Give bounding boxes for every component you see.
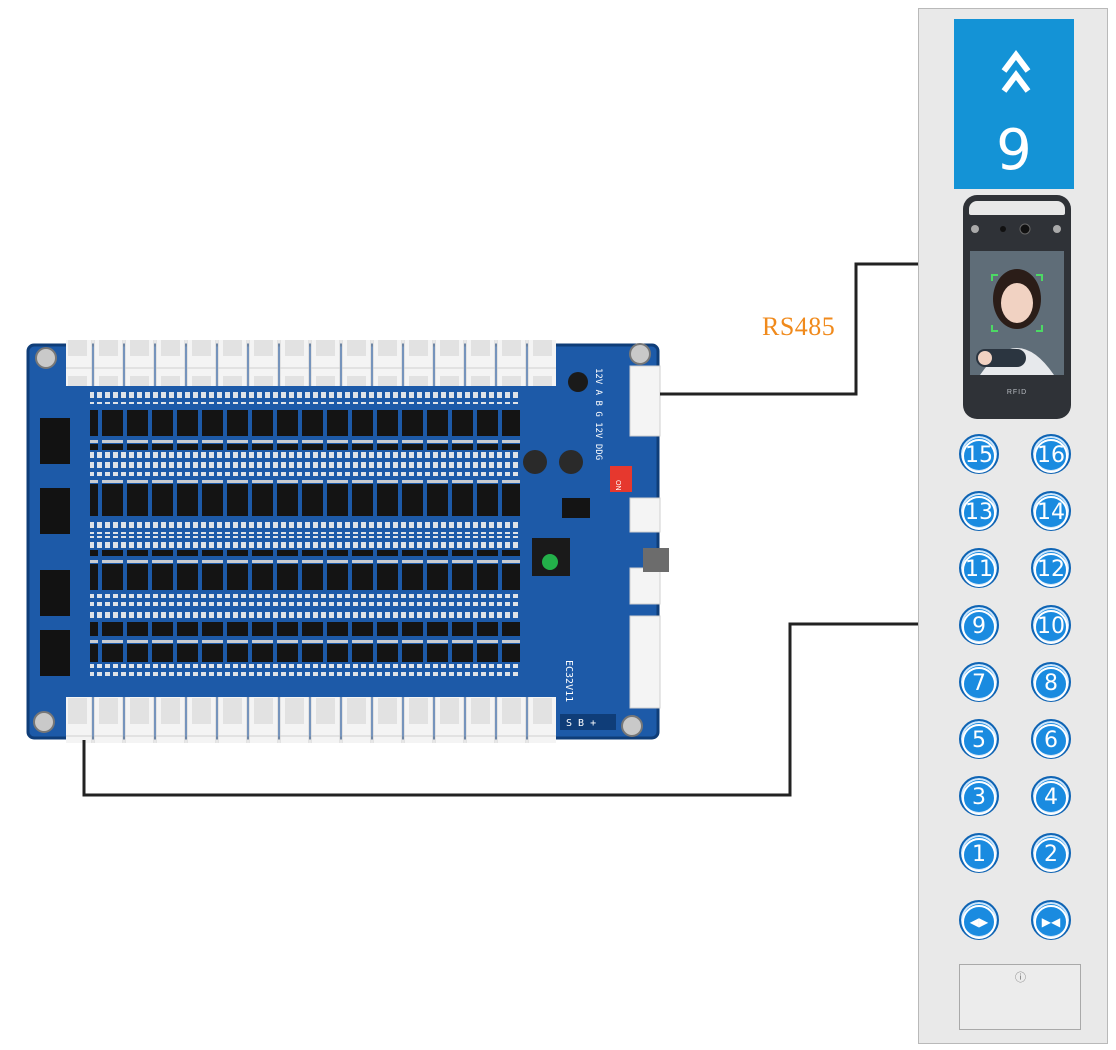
floor-button-label: 8 [1034, 667, 1068, 701]
floor-button-6[interactable]: 6 [1031, 719, 1071, 759]
floor-button-10[interactable]: 10 [1031, 605, 1071, 645]
dip-switch-label: ON [614, 480, 621, 491]
door-close-button[interactable]: ▶◀ [1031, 900, 1071, 940]
floor-button-label: 15 [962, 439, 996, 473]
door-open-button[interactable]: ◀▶ [959, 900, 999, 940]
floor-button-16[interactable]: 16 [1031, 434, 1071, 474]
camera-icon [971, 223, 1061, 235]
floor-button-1[interactable]: 1 [959, 833, 999, 873]
floor-button-11[interactable]: 11 [959, 548, 999, 588]
floor-button-15[interactable]: 15 [959, 434, 999, 474]
floor-button-label: 6 [1034, 724, 1068, 758]
floor-button-label: 2 [1034, 838, 1068, 872]
card-slot-icon: ⓘ [1015, 972, 1026, 984]
floor-button-12[interactable]: 12 [1031, 548, 1071, 588]
floor-button-label: 4 [1034, 781, 1068, 815]
floor-button-14[interactable]: 14 [1031, 491, 1071, 531]
floor-button-label: 1 [962, 838, 996, 872]
rs485-label: RS485 [762, 312, 836, 341]
floor-button-label: 13 [962, 496, 996, 530]
floor-button-2[interactable]: 2 [1031, 833, 1071, 873]
board-model: EC32V11 [563, 660, 574, 702]
floor-button-9[interactable]: 9 [959, 605, 999, 645]
door-open-icon: ◀▶ [962, 905, 996, 939]
terminal-label: S B + [566, 718, 596, 729]
floor-button-label: 9 [962, 610, 996, 644]
up-arrow-icon [1001, 50, 1031, 93]
floor-button-label: 7 [962, 667, 996, 701]
floor-button-label: 14 [1034, 496, 1068, 530]
floor-button-5[interactable]: 5 [959, 719, 999, 759]
floor-button-label: 16 [1034, 439, 1068, 473]
floor-button-13[interactable]: 13 [959, 491, 999, 531]
floor-button-label: 3 [962, 781, 996, 815]
floor-button-4[interactable]: 4 [1031, 776, 1071, 816]
face-image [970, 251, 1064, 375]
reader-camera-bar [969, 201, 1065, 215]
reader-screen [970, 251, 1064, 375]
floor-button-label: 11 [962, 553, 996, 587]
floor-button-label: 10 [1034, 610, 1068, 644]
floor-button-8[interactable]: 8 [1031, 662, 1071, 702]
header-label: 12V A B G 12V DDG [593, 368, 603, 460]
floor-display [954, 19, 1074, 189]
door-close-icon: ▶◀ [1034, 905, 1068, 939]
floor-button-label: 5 [962, 724, 996, 758]
floor-button-label: 12 [1034, 553, 1068, 587]
floor-number: 9 [996, 118, 1032, 183]
floor-button-wire [82, 622, 960, 797]
rfid-label: RFID [1006, 389, 1028, 396]
card-slot: ⓘ [959, 964, 1081, 1030]
floor-button-7[interactable]: 7 [959, 662, 999, 702]
controller-board: ON 12V A B G 12V DDG EC32V11 S B + [26, 340, 669, 743]
rs485-wire [660, 262, 962, 396]
face-recognition-reader: RFID [963, 195, 1071, 419]
elevator-panel: 9 RFID 15 16 13 [918, 8, 1108, 1044]
floor-button-3[interactable]: 3 [959, 776, 999, 816]
